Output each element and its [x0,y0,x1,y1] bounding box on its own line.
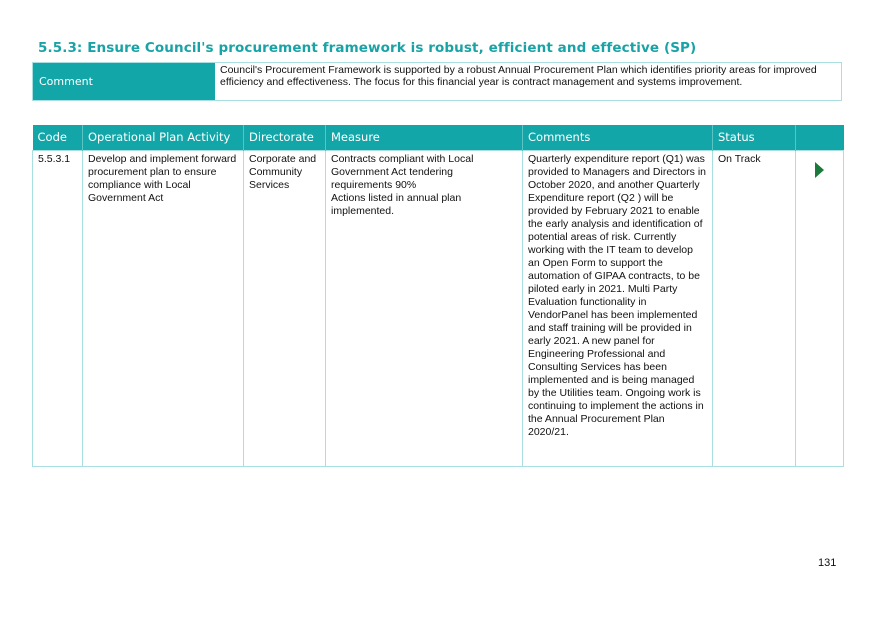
page-number: 131 [818,557,837,569]
operational-plan-table: Code Operational Plan Activity Directora… [32,125,844,467]
section-title: 5.5.3: Ensure Council's procurement fram… [38,40,697,56]
table-header-row: Code Operational Plan Activity Directora… [32,125,844,150]
header-status: Status [712,125,796,150]
header-measure: Measure [325,125,523,150]
comment-text: Council's Procurement Framework is suppo… [220,64,817,88]
header-code: Code [32,125,83,150]
cell-code: 5.5.3.1 [32,149,83,467]
cell-status-icon [795,149,844,467]
header-comments: Comments [522,125,713,150]
header-status-icon [795,125,844,150]
header-directorate: Directorate [243,125,326,150]
comment-label: Comment [33,63,215,100]
cell-comments: Quarterly expenditure report (Q1) was pr… [522,149,713,467]
cell-measure: Contracts compliant with Local Governmen… [325,149,523,467]
play-arrow-icon [815,161,824,178]
comment-box: Comment Council's Procurement Framework … [32,62,842,101]
cell-status: On Track [712,149,796,467]
header-activity: Operational Plan Activity [82,125,244,150]
cell-directorate: Corporate and Community Services [243,149,326,467]
table-row: 5.5.3.1 Develop and implement forward pr… [32,149,844,467]
cell-activity: Develop and implement forward procuremen… [82,149,244,467]
